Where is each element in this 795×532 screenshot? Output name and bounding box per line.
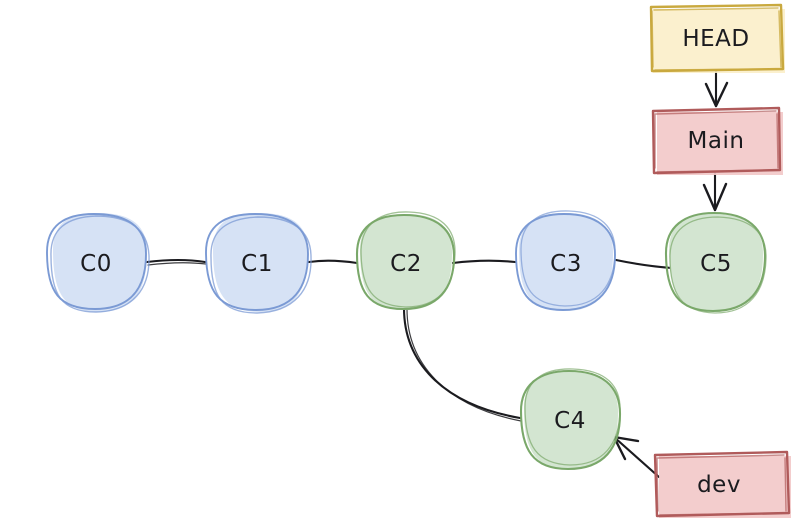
pointer-label-head: HEAD: [682, 26, 749, 52]
edge-c1-c2: [307, 259, 359, 265]
commit-node-c4[interactable]: C4: [519, 368, 622, 471]
commit-label-c3: C3: [550, 251, 582, 277]
commit-label-c5: C5: [700, 251, 732, 277]
edge-dev-c4: [612, 435, 661, 479]
commit-label-c2: C2: [390, 251, 422, 277]
commit-label-c0: C0: [80, 251, 112, 277]
commit-node-c3[interactable]: C3: [515, 210, 616, 311]
commit-node-c0[interactable]: C0: [46, 213, 150, 313]
branch-label-main: Main: [688, 128, 745, 154]
commit-node-c5[interactable]: C5: [664, 211, 767, 314]
edge-main-c5: [702, 171, 728, 212]
branch-label-dev: dev: [697, 472, 741, 498]
edge-c2-c3: [451, 259, 517, 265]
edge-c0-c1: [145, 258, 207, 266]
commit-node-c1[interactable]: C1: [205, 213, 312, 314]
branch-box-main[interactable]: Main: [651, 106, 783, 175]
edge-c3-c5: [614, 258, 674, 270]
commit-label-c1: C1: [241, 251, 273, 277]
branch-box-dev[interactable]: dev: [653, 450, 791, 518]
commit-label-c4: C4: [554, 408, 586, 434]
edge-c2-c4: [402, 306, 522, 422]
commit-node-c2[interactable]: C2: [355, 211, 456, 311]
pointer-box-head[interactable]: HEAD: [649, 3, 785, 73]
edge-head-main: [704, 69, 729, 108]
